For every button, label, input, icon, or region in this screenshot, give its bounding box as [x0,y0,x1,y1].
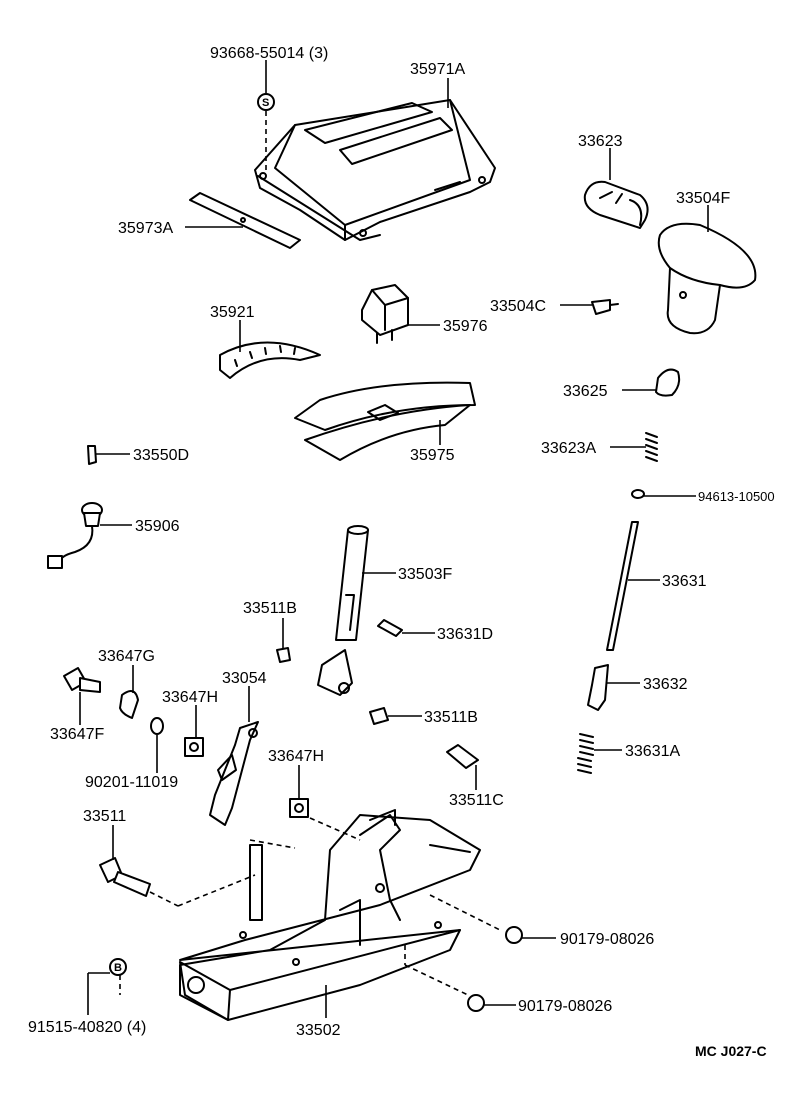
label-33631a: 33631A [625,743,680,760]
screw-symbol: S [262,97,269,109]
label-33511: 33511 [83,808,126,825]
part-33647h-nut-lower [289,798,309,818]
label-91515: 91515-40820 (4) [28,1019,146,1036]
label-33623a: 33623A [541,440,596,457]
part-33511-bolt [99,857,179,907]
label-33511b-upper: 33511B [243,600,297,617]
part-33632-detent [587,664,609,711]
dashed-guides [119,817,501,996]
part-91515-bolt: B [109,958,127,976]
part-33647f-bolt [63,667,101,693]
part-35975-slide-plate [294,381,476,461]
part-33631a-spring [577,733,594,774]
part-33054-bracket [209,721,259,826]
part-94613-clip [631,489,645,499]
label-33647g: 33647G [98,648,155,665]
diagram-code: MC J027-C [695,1043,767,1059]
label-33503f: 33503F [398,566,452,583]
part-33623-knob-button [583,180,649,229]
label-35921: 35921 [210,304,255,321]
label-33647h-lower: 33647H [268,748,324,765]
label-35971a: 35971A [410,61,465,78]
part-33503f-shift-lever [317,525,369,696]
part-33511b-bushing-lower [369,707,389,725]
label-33647f: 33647F [50,726,104,743]
label-33631: 33631 [662,573,707,590]
part-33502-base [179,809,481,1021]
part-93668-screw: S [257,93,275,170]
part-33550d-pin [87,445,97,465]
label-33631d: 33631D [437,626,493,643]
part-33631d-pin [377,619,403,637]
label-35976: 35976 [443,318,488,335]
part-35906-bulb [47,502,103,569]
part-33625-clip [655,368,681,397]
label-93668: 93668-55014 (3) [210,45,328,62]
part-35971a-shift-cover [254,99,496,241]
part-33631-rod [606,521,639,651]
leader-lines [79,60,709,1018]
part-labels: 93668-55014 (3) 35971A 33623 33504F 3597… [28,45,775,1059]
label-33625: 33625 [563,383,608,400]
label-33054: 33054 [222,670,267,687]
label-35975: 35975 [410,447,455,464]
label-90179-lower: 90179-08026 [518,998,612,1015]
label-33647h-upper: 33647H [162,689,218,706]
part-33647g-bushing [119,690,139,719]
part-35973a-strip [189,192,301,249]
label-33504f: 33504F [676,190,730,207]
label-33550d: 33550D [133,447,189,464]
part-35976-switch [361,284,409,344]
part-33647h-nut-left [184,737,204,757]
label-33511b-lower: 33511B [424,709,478,726]
label-90201: 90201-11019 [85,774,178,791]
part-33511c-pin [446,744,479,769]
label-90179-upper: 90179-08026 [560,931,654,948]
part-90201-washer [150,717,164,735]
label-33502: 33502 [296,1022,341,1039]
label-94613: 94613-10500 [698,489,775,504]
part-33511b-bushing-upper [276,647,291,663]
label-35973a: 35973A [118,220,173,237]
part-90179-nut-lower [467,994,485,1012]
label-35906: 35906 [135,518,180,535]
part-35921-indicator-plate [219,341,321,379]
part-33504c-screw [591,299,619,315]
label-33623: 33623 [578,133,623,150]
part-33504f-shift-knob [657,222,757,335]
label-33511c: 33511C [449,792,504,809]
label-33632: 33632 [643,676,688,693]
label-33504c: 33504C [490,298,546,315]
part-33623a-spring [645,432,658,462]
bolt-symbol: B [114,962,122,974]
part-90179-nut-upper [505,926,523,944]
